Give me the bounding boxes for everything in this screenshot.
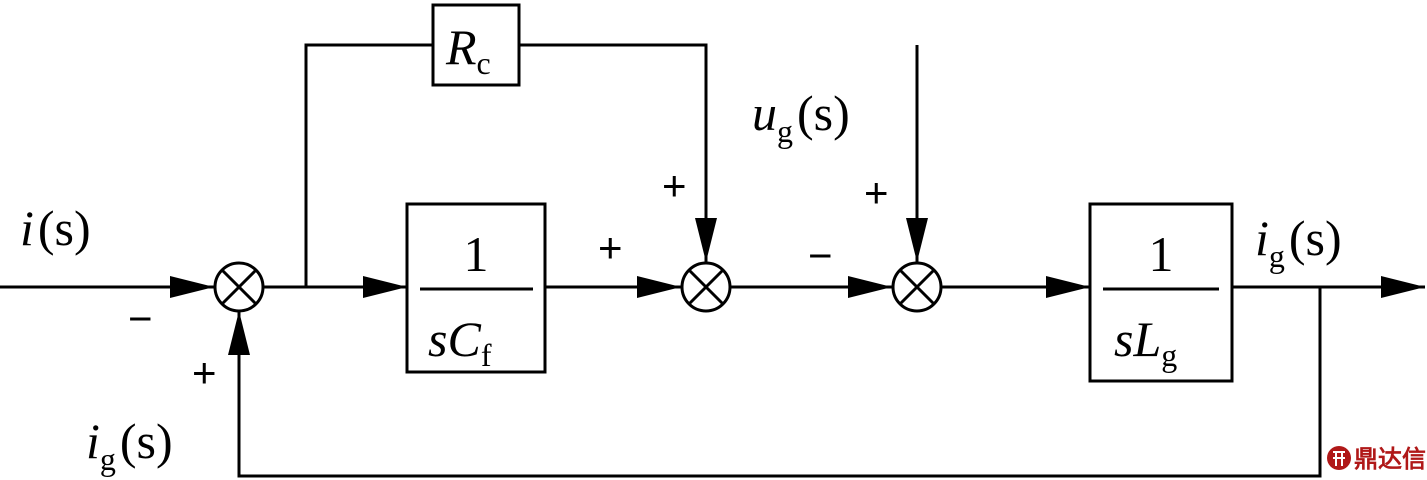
rc-block: Rc	[431, 3, 521, 87]
inductor-block: 1 sLg	[1088, 202, 1234, 383]
sign-sj3-top: +	[864, 169, 889, 216]
input-signal-label: i(s)	[20, 200, 91, 256]
watermark: 鼎达信	[1327, 445, 1426, 473]
summing-junction-1	[213, 261, 265, 313]
ind-numerator: 1	[1149, 226, 1174, 282]
wire-cap-to-sj2	[545, 276, 681, 298]
feedback-signal-label: ig(s)	[86, 413, 173, 477]
sign-sj1-input: −	[128, 295, 153, 342]
cap-numerator: 1	[464, 226, 489, 282]
sign-sj2-left: +	[598, 224, 623, 271]
sign-sj2-top: +	[662, 162, 687, 209]
wire-ug-input	[906, 45, 928, 262]
summing-junction-2	[680, 261, 732, 313]
wire-output	[1232, 276, 1425, 298]
summing-junction-3	[891, 261, 943, 313]
rc-label: Rc	[445, 19, 491, 81]
sign-sj1-feedback: +	[192, 349, 217, 396]
sign-sj3-left: −	[808, 232, 833, 279]
wire-sj1-to-cap	[263, 276, 407, 298]
grid-voltage-label: ug(s)	[752, 85, 850, 149]
wire-sj2-to-sj3	[730, 276, 892, 298]
dingdaxin-logo-icon	[1327, 446, 1351, 470]
wire-input	[0, 276, 214, 298]
wire-feedback	[228, 287, 1322, 478]
cap-denominator: sCf	[428, 311, 492, 373]
output-signal-label: ig(s)	[1255, 210, 1342, 274]
ind-denominator: sLg	[1114, 311, 1177, 373]
wire-sj3-to-ind	[941, 276, 1090, 298]
wire-rc-branch	[304, 43, 717, 287]
capacitor-block: 1 sCf	[405, 202, 547, 374]
watermark-text: 鼎达信	[1354, 445, 1426, 473]
